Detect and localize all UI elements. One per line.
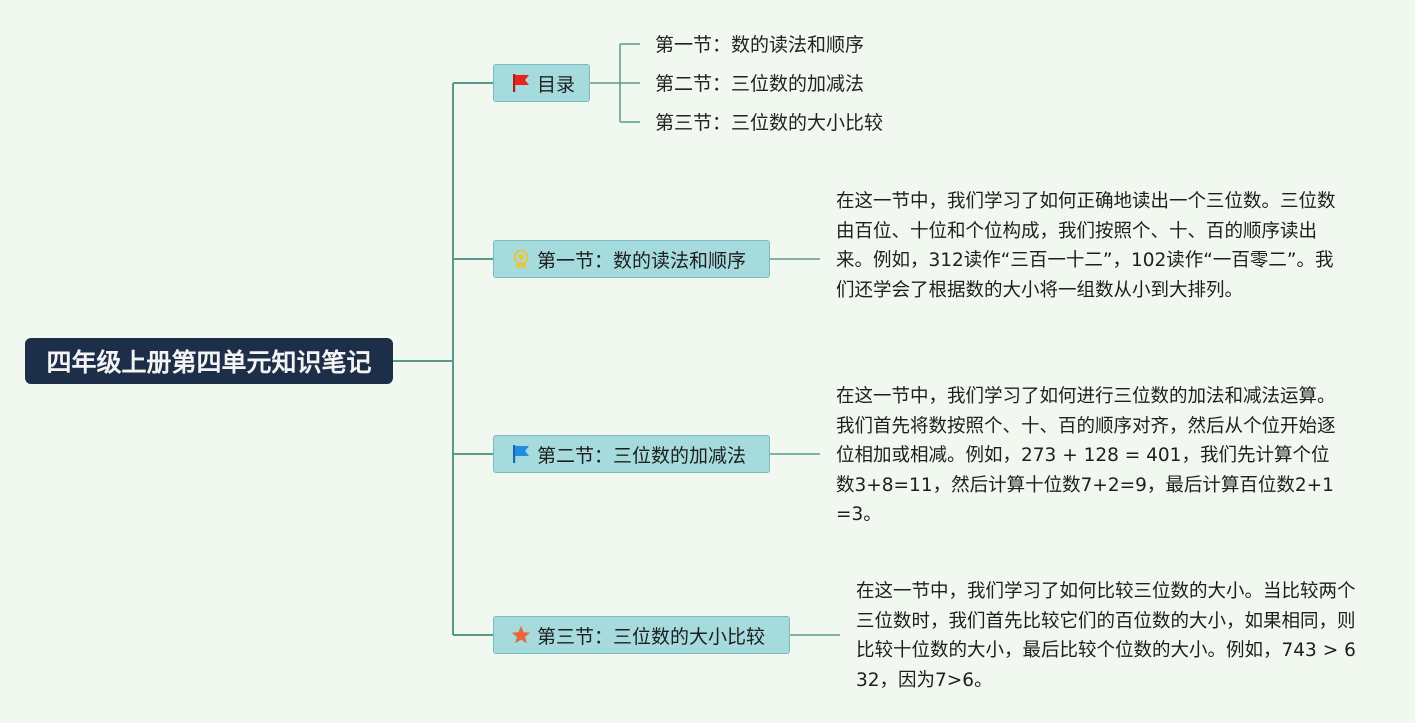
blue-flag-icon <box>510 443 532 465</box>
branch-label: 第三节：三位数的大小比较 <box>537 625 766 648</box>
note-section-3: 在这一节中，我们学习了如何比较三位数的大小。当比较两个三位数时，我们首先比较它们… <box>856 581 1356 691</box>
award-ribbon-icon <box>510 248 532 270</box>
branch-section-3[interactable]: 第三节：三位数的大小比较 <box>493 616 790 654</box>
red-flag-icon <box>510 72 532 94</box>
root-title: 四年级上册第四单元知识笔记 <box>46 348 372 377</box>
branch-label: 第二节：三位数的加减法 <box>537 444 747 467</box>
toc-item-3[interactable]: 第三节：三位数的大小比较 <box>655 112 884 134</box>
toc-connector <box>590 43 640 123</box>
root-topic[interactable]: 四年级上册第四单元知识笔记 <box>25 338 393 384</box>
branch-section-1[interactable]: 第一节：数的读法和顺序 <box>493 240 770 278</box>
note-section-2: 在这一节中，我们学习了如何进行三位数的加法和减法运算。我们首先将数按照个、十、百… <box>836 386 1336 525</box>
branch-toc[interactable]: 目录 <box>493 64 590 102</box>
branch-section-2[interactable]: 第二节：三位数的加减法 <box>493 435 770 473</box>
branch-label: 第一节：数的读法和顺序 <box>537 249 747 272</box>
toc-item-1[interactable]: 第一节：数的读法和顺序 <box>655 34 865 56</box>
toc-item-2[interactable]: 第二节：三位数的加减法 <box>655 73 865 95</box>
star-icon <box>510 624 532 646</box>
note-section-1: 在这一节中，我们学习了如何正确地读出一个三位数。三位数由百位、十位和个位构成，我… <box>836 191 1336 301</box>
branch-label: 目录 <box>537 73 576 96</box>
